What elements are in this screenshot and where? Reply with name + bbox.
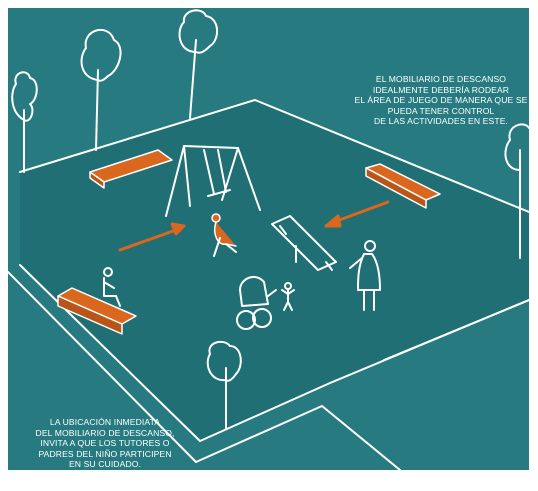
note-top-line: EL MOBILIARIO DE DESCANSO [334,74,529,85]
plaza-illustration: EL MOBILIARIO DE DESCANSO IDEALMENTE DEB… [8,8,529,470]
note-bottom-line: EN SU CUIDADO. [10,459,200,470]
note-bottom-line: INVITA A QUE LOS TUTORES O [10,438,200,449]
plaza-platform [20,100,529,441]
note-top-line: DE LAS ACTIVIDADES EN ESTE. [334,116,529,127]
note-top: EL MOBILIARIO DE DESCANSO IDEALMENTE DEB… [334,74,529,127]
note-bottom-line: PADRES DEL NIÑO PARTICIPEN [10,449,200,460]
note-bottom-line: LA UBICACIÓN INMEDIATA [10,417,200,428]
note-bottom: LA UBICACIÓN INMEDIATA DEL MOBILIARIO DE… [10,417,200,470]
tree-icon [180,10,218,118]
note-bottom-line: DEL MOBILIARIO DE DESCANSO, [10,428,200,439]
note-top-line: EL ÁREA DE JUEGO DE MANERA QUE SE [334,95,529,106]
tree-icon [12,72,37,172]
note-top-line: PUEDA TENER CONTROL [334,106,529,117]
tree-icon [82,30,121,150]
note-top-line: IDEALMENTE DEBERÍA RODEAR [334,85,529,96]
